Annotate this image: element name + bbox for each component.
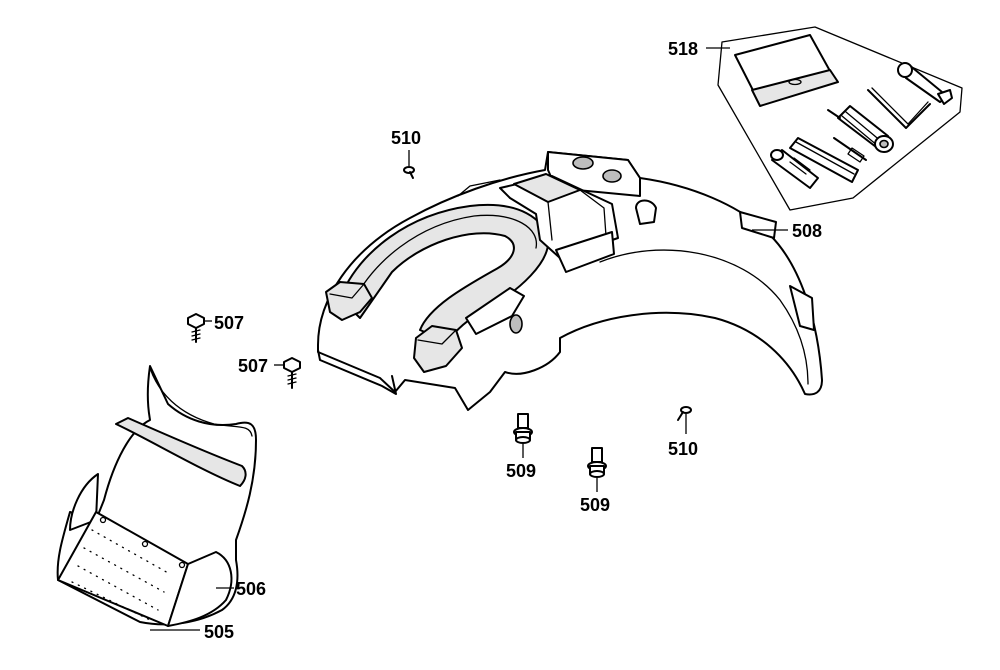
- bolt-507-upper: [187, 313, 205, 343]
- socket-tool: [770, 149, 819, 189]
- rubber-bumper-lower: [413, 325, 463, 373]
- part-number-507-upper: 507: [214, 313, 244, 333]
- part-number-507-lower: 507: [238, 356, 268, 376]
- bolt-509-right: [587, 447, 607, 478]
- wrench-tool: [897, 62, 953, 105]
- plug-wrench-tool: [789, 137, 859, 183]
- rear-flange-upper: [739, 211, 777, 239]
- part-number-509-left: 509: [506, 461, 536, 481]
- hex-key-tool: [867, 89, 931, 129]
- fender-bracket: [317, 349, 397, 395]
- bolt-507-lower: [283, 357, 301, 389]
- fender-latch-block: [499, 173, 619, 273]
- part-number-510-bottom: 510: [668, 439, 698, 459]
- fender-side-tab: [465, 287, 525, 335]
- part-number-508: 508: [792, 221, 822, 241]
- screw-510-top: [403, 150, 415, 179]
- bolt-509-left: [513, 413, 533, 444]
- fender-clip: [635, 199, 657, 225]
- part-number-518: 518: [668, 39, 698, 59]
- tool-kit-group: [717, 26, 963, 211]
- screwdriver-tool: [827, 105, 894, 153]
- screw-510-bottom: [677, 406, 692, 421]
- part-number-505: 505: [204, 622, 234, 642]
- tool-pouch: [734, 34, 839, 107]
- license-plate-holder: [56, 365, 257, 627]
- rear-flange-lower: [789, 285, 815, 331]
- part-number-510-top: 510: [391, 128, 421, 148]
- bit-tool: [833, 137, 867, 161]
- part-number-506: 506: [236, 579, 266, 599]
- rubber-bumper-upper: [325, 281, 373, 321]
- rear-fender: [317, 151, 823, 411]
- tool-kit-outline: [717, 26, 963, 211]
- part-number-509-right: 509: [580, 495, 610, 515]
